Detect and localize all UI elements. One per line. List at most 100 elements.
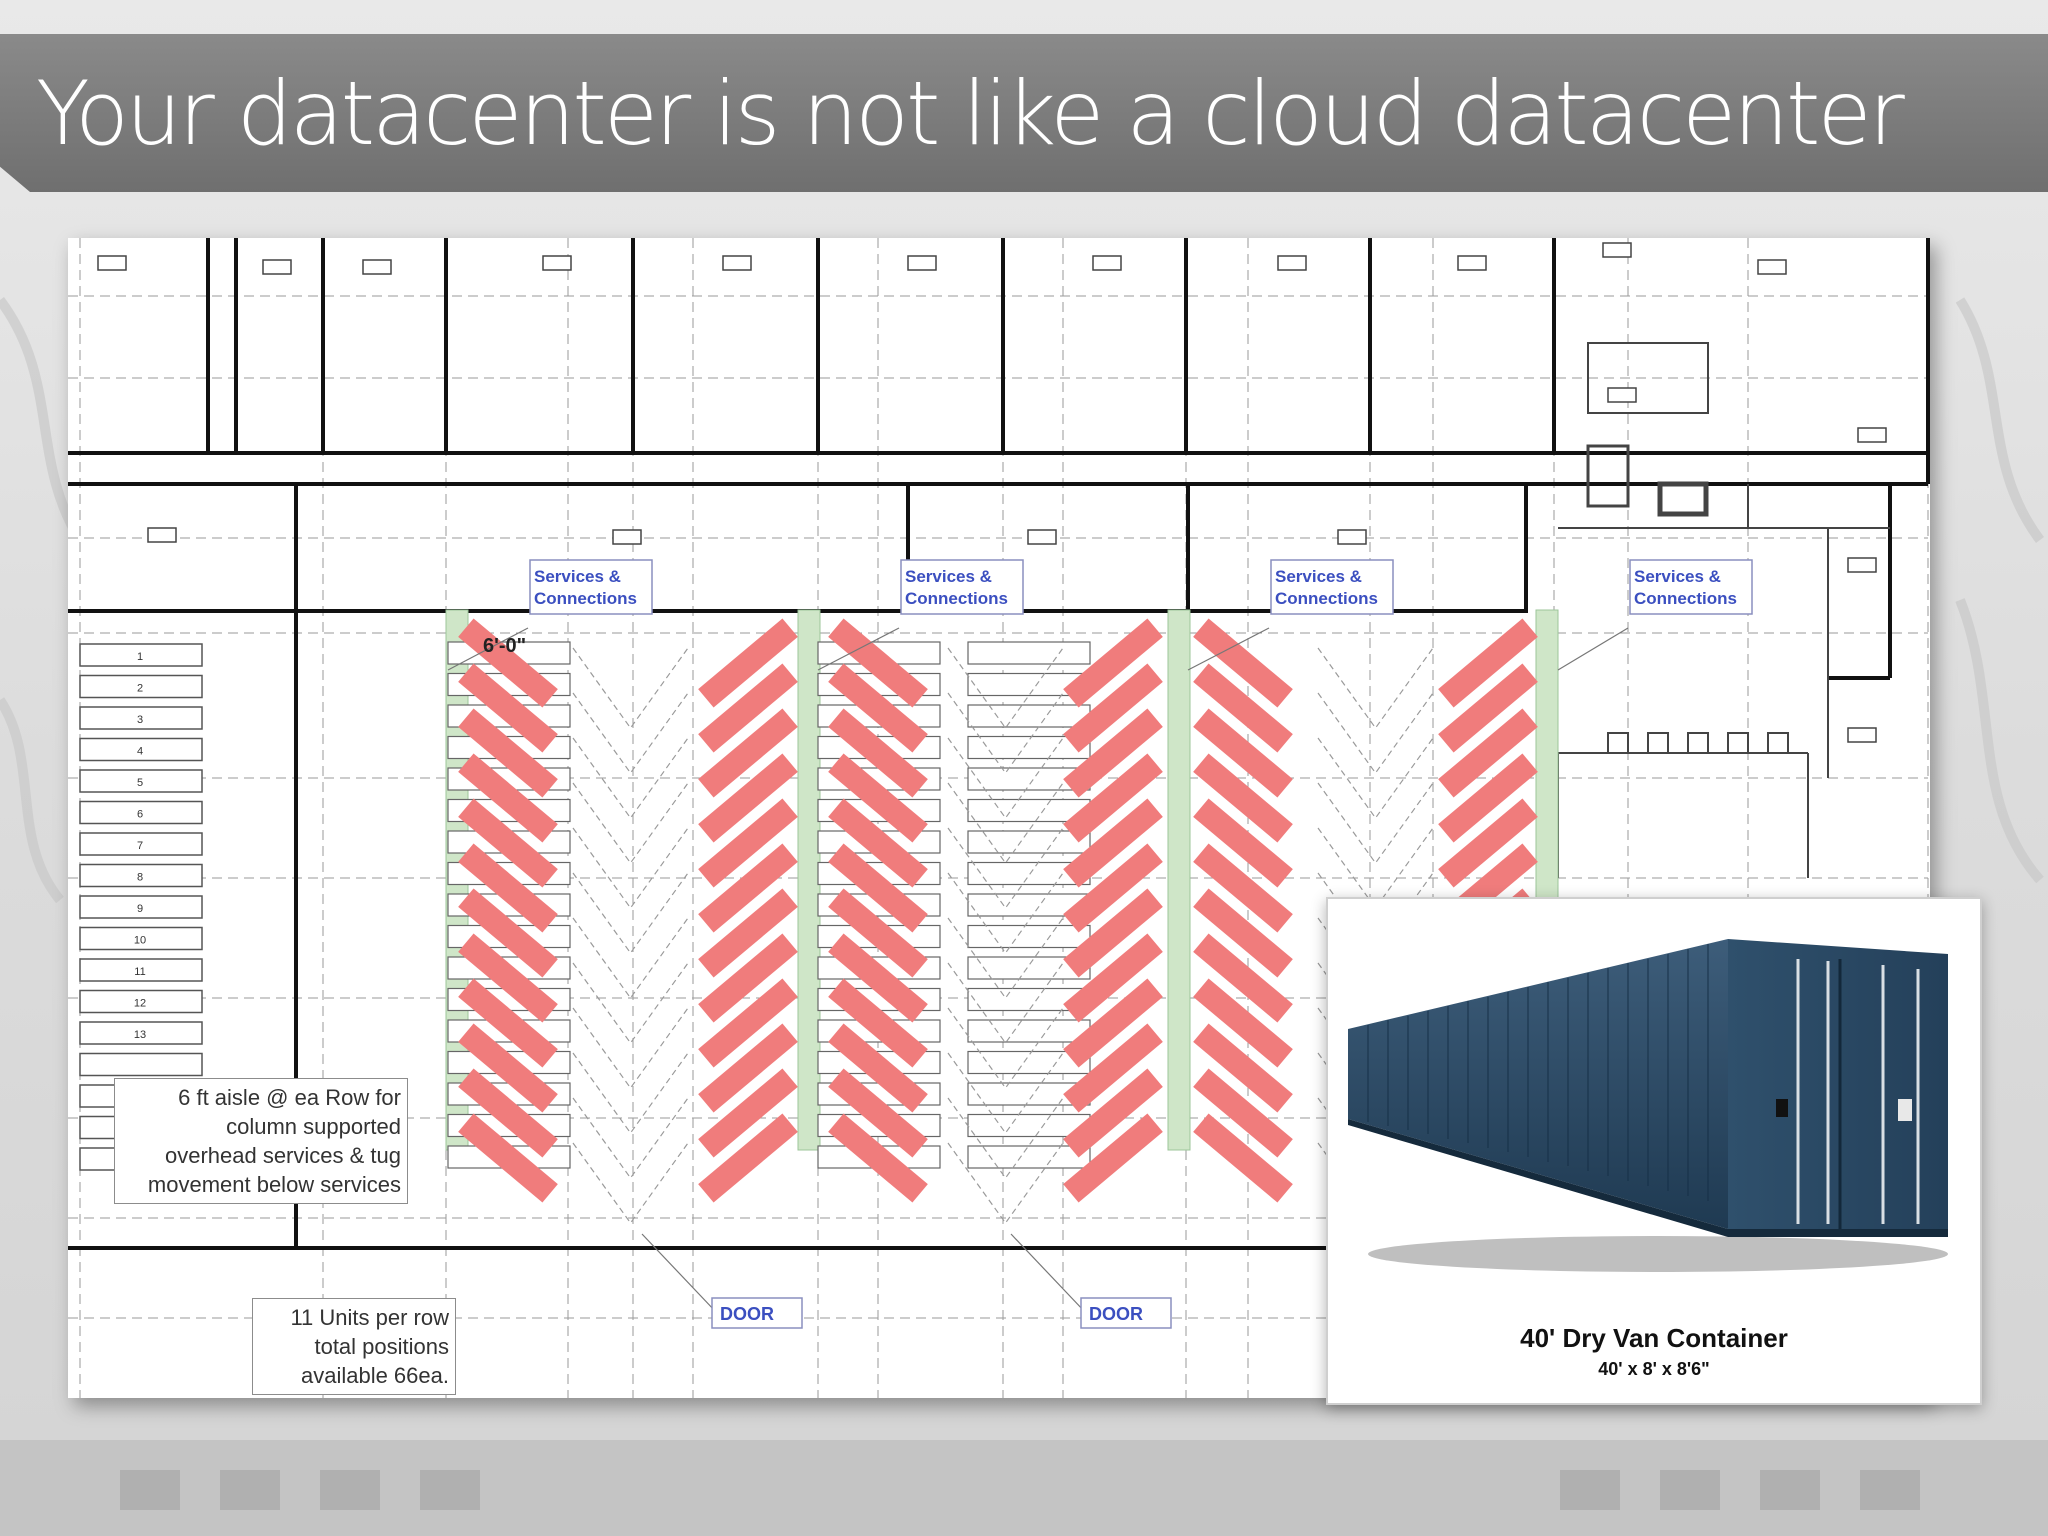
room-tag [97, 255, 127, 271]
container-slot [1438, 708, 1538, 798]
container-slot [698, 1113, 798, 1203]
turning-path [1317, 692, 1434, 775]
aisle-note: 6 ft aisle @ ea Row for column supported… [114, 1078, 408, 1204]
container-slot [698, 1023, 798, 1113]
container-slot [698, 618, 798, 708]
container-slot [698, 888, 798, 978]
container-slot [698, 708, 798, 798]
storage-slot [79, 706, 203, 730]
container-slot [828, 978, 928, 1068]
leader-line [1557, 627, 1629, 671]
turning-path [572, 782, 689, 865]
turning-path [947, 1142, 1064, 1225]
aisle-note-line: movement below services [147, 1172, 401, 1197]
container-slot [1438, 753, 1538, 843]
room-tag [262, 259, 292, 275]
service-aisle [797, 609, 821, 1151]
slot-number: 9 [137, 903, 143, 915]
turning-path [947, 737, 1064, 820]
door-label: DOOR [720, 1304, 774, 1324]
turning-path [947, 647, 1064, 730]
room-tag [362, 259, 392, 275]
container-slot [1193, 618, 1293, 708]
container-slot [698, 798, 798, 888]
service-label-line: Services & [1634, 567, 1721, 586]
leader-line [1010, 1233, 1086, 1313]
leader-line [641, 1233, 717, 1313]
slot-number: 2 [137, 683, 143, 695]
storage-slot [79, 958, 203, 982]
container-slot [458, 888, 558, 978]
slot-number: 3 [137, 714, 143, 726]
slot-number: 7 [137, 840, 143, 852]
turning-path [1317, 782, 1434, 865]
service-label-box [1629, 559, 1753, 615]
aisle-dimension: 6'-0" [483, 635, 526, 657]
service-label-line: Connections [1275, 589, 1378, 608]
storage-slot [79, 737, 203, 762]
container-slot [828, 843, 928, 933]
container-slot [458, 933, 558, 1023]
units-note-line: total positions [314, 1334, 449, 1359]
slot-number: 10 [134, 935, 146, 947]
turning-path [947, 1007, 1064, 1090]
container-slot-outline [967, 1145, 1091, 1169]
container-slot [458, 843, 558, 933]
room-tag [1337, 529, 1367, 545]
room-tag [1027, 529, 1057, 545]
container-slot [828, 1113, 928, 1203]
slot-number: 5 [137, 777, 143, 789]
container-slot [698, 663, 798, 753]
container-slot [828, 663, 928, 753]
room-tag [1757, 259, 1787, 275]
door-label-box [1080, 1297, 1172, 1329]
slot-number: 12 [134, 998, 146, 1010]
container-slot [828, 708, 928, 798]
room-tag [1092, 255, 1122, 271]
container-card: 40' Dry Van Container 40' x 8' x 8'6" [1326, 897, 1982, 1405]
leader-line [1187, 627, 1270, 671]
turning-path [572, 692, 689, 775]
storage-slot [79, 863, 203, 888]
slot-number: 13 [134, 1029, 146, 1041]
container-slot [1193, 1023, 1293, 1113]
container-slot [458, 1068, 558, 1158]
storage-slot [79, 1021, 203, 1045]
container-slot [1063, 1023, 1163, 1113]
turning-path [572, 962, 689, 1045]
room-tag [1457, 255, 1487, 271]
container-slot [1063, 843, 1163, 933]
container-slot [1063, 978, 1163, 1068]
door-label: DOOR [1089, 1304, 1143, 1324]
room-tag [1847, 557, 1877, 573]
service-label-line: Connections [534, 589, 637, 608]
aisle-note-line: overhead services & tug [164, 1143, 401, 1168]
aisle-note-line: 6 ft aisle @ ea Row for [178, 1085, 401, 1110]
room-tag [1847, 727, 1877, 743]
container-slot [698, 933, 798, 1023]
leader-line [817, 627, 900, 671]
container-slot [698, 753, 798, 843]
container-slot-outline [967, 924, 1091, 949]
container-slot [1193, 798, 1293, 888]
turning-path [947, 917, 1064, 1000]
container-dimensions: 40' x 8' x 8'6" [1598, 1359, 1710, 1379]
turning-path [572, 1007, 689, 1090]
slide-title: Your datacenter is not like a cloud data… [36, 62, 1905, 165]
container-slot [458, 753, 558, 843]
turning-path [947, 872, 1064, 955]
container-slot [458, 1023, 558, 1113]
slot-number: 1 [137, 651, 143, 663]
storage-slot [79, 926, 203, 951]
container-slot [1063, 618, 1163, 708]
service-label-box [1270, 559, 1394, 615]
container-slot [458, 618, 558, 708]
turning-path [1317, 737, 1434, 820]
service-label-box [900, 559, 1024, 615]
container-slot [698, 843, 798, 933]
container-slot-outline [967, 830, 1091, 854]
container-slot [1063, 933, 1163, 1023]
turning-path [572, 737, 689, 820]
container-slot [1438, 663, 1538, 753]
